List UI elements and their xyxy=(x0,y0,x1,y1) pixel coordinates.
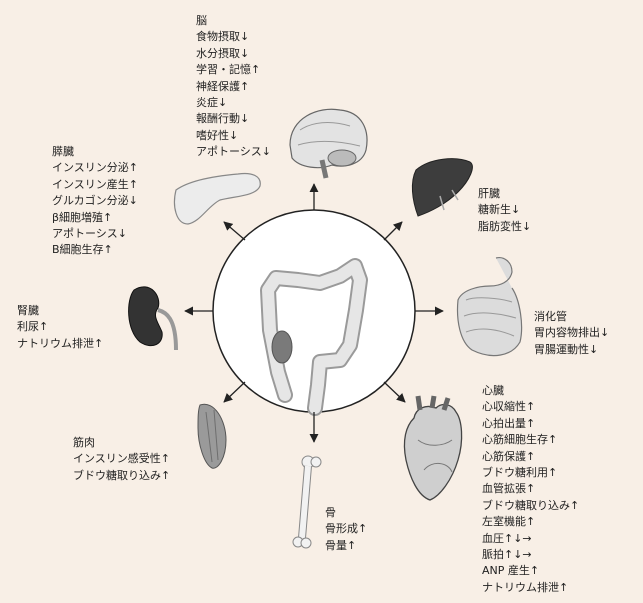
heart-effect: ナトリウム排泄↑ xyxy=(482,580,569,594)
brain-effect: 嗜好性↓ xyxy=(196,128,239,142)
heart-label-block: 心臓 心収縮性↑ 心拍出量↑ 心筋細胞生存↑ 心筋保護↑ ブドウ糖利用↑ 血管拡… xyxy=(482,383,579,596)
arrows xyxy=(184,183,444,443)
liver-effect: 糖新生↓ xyxy=(478,203,521,217)
heart-title: 心臓 xyxy=(482,384,504,397)
pancreas-label-block: 膵臓 インスリン分泌↑ インスリン産生↑ グルカゴン分泌↓ β細胞増殖↑ アポト… xyxy=(52,144,138,259)
pancreas-effect: インスリン分泌↑ xyxy=(52,161,138,175)
brain-effect: 学習・記憶↑ xyxy=(196,63,261,77)
bone-title: 骨 xyxy=(325,506,336,519)
brain-effect: 神経保護↑ xyxy=(196,79,250,93)
bone-effect: 骨量↑ xyxy=(325,538,357,552)
arrow-muscle xyxy=(223,381,246,403)
pancreas-effect: アポトーシス↓ xyxy=(52,227,127,241)
bone-label-block: 骨 骨形成↑ 骨量↑ xyxy=(325,505,367,554)
heart-effect: 左室機能↑ xyxy=(482,515,536,529)
liver-label-block: 肝臓 糖新生↓ 脂肪変性↓ xyxy=(478,186,531,235)
pancreas-title: 膵臓 xyxy=(52,145,74,158)
heart-effect: 血圧↑↓→ xyxy=(482,531,532,545)
muscle-title: 筋肉 xyxy=(73,436,95,449)
kidney-effect: 利尿↑ xyxy=(17,320,49,334)
kidney-effect: ナトリウム排泄↑ xyxy=(17,336,104,350)
gut-title: 消化管 xyxy=(534,310,567,323)
heart-effect: ブドウ糖取り込み↑ xyxy=(482,498,580,512)
brain-effect: 食物摂取↓ xyxy=(196,30,250,44)
arrow-heart xyxy=(383,381,406,403)
liver-effect: 脂肪変性↓ xyxy=(478,219,532,233)
gut-effect: 胃内容物排出↓ xyxy=(534,326,610,340)
brain-label-block: 脳 食物摂取↓ 水分摂取↓ 学習・記憶↑ 神経保護↑ 炎症↓ 報酬行動↓ 嗜好性… xyxy=(196,13,271,161)
pancreas-illustration xyxy=(173,172,261,225)
heart-illustration xyxy=(403,395,463,501)
muscle-effect: インスリン感受性↑ xyxy=(73,452,170,466)
bone-effect: 骨形成↑ xyxy=(325,522,368,536)
heart-effect: 血管拡張↑ xyxy=(482,482,536,496)
pancreas-effect: β細胞増殖↑ xyxy=(52,210,113,224)
heart-effect: 心収縮性↑ xyxy=(482,400,536,414)
kidney-title: 腎臓 xyxy=(17,304,39,317)
liver-title: 肝臓 xyxy=(478,187,500,200)
gut-effect: 胃腸運動性↓ xyxy=(534,342,599,356)
brain-title: 脳 xyxy=(196,14,207,27)
muscle-illustration xyxy=(197,403,227,469)
kidney-label-block: 腎臓 利尿↑ ナトリウム排泄↑ xyxy=(17,303,103,352)
bone-illustration xyxy=(292,455,322,549)
brain-effect: 水分摂取↓ xyxy=(196,46,250,60)
gut-illustration xyxy=(456,257,523,357)
heart-effect: ANP 産生↑ xyxy=(482,564,540,578)
heart-effect: 心筋細胞生存↑ xyxy=(482,433,558,447)
pancreas-effect: インスリン産生↑ xyxy=(52,177,138,191)
muscle-label-block: 筋肉 インスリン感受性↑ ブドウ糖取り込み↑ xyxy=(73,435,170,484)
colon-illustration xyxy=(260,258,368,416)
muscle-effect: ブドウ糖取り込み↑ xyxy=(73,468,171,482)
pancreas-effect: B細胞生存↑ xyxy=(52,243,113,257)
arrow-liver xyxy=(383,221,403,241)
heart-effect: 心筋保護↑ xyxy=(482,449,536,463)
gut-label-block: 消化管 胃内容物排出↓ 胃腸運動性↓ xyxy=(534,309,609,358)
brain-effect: アポトーシス↓ xyxy=(196,145,271,159)
heart-effect: ブドウ糖利用↑ xyxy=(482,466,558,480)
brain-effect: 報酬行動↓ xyxy=(196,112,250,126)
heart-effect: 心拍出量↑ xyxy=(482,416,536,430)
pancreas-effect: グルカゴン分泌↓ xyxy=(52,194,138,208)
kidney-illustration xyxy=(128,286,178,351)
liver-illustration xyxy=(411,158,473,217)
heart-effect: 脈拍↑↓→ xyxy=(482,548,532,562)
brain-illustration xyxy=(289,108,368,179)
arrow-pancreas xyxy=(223,221,246,241)
brain-effect: 炎症↓ xyxy=(196,96,228,110)
